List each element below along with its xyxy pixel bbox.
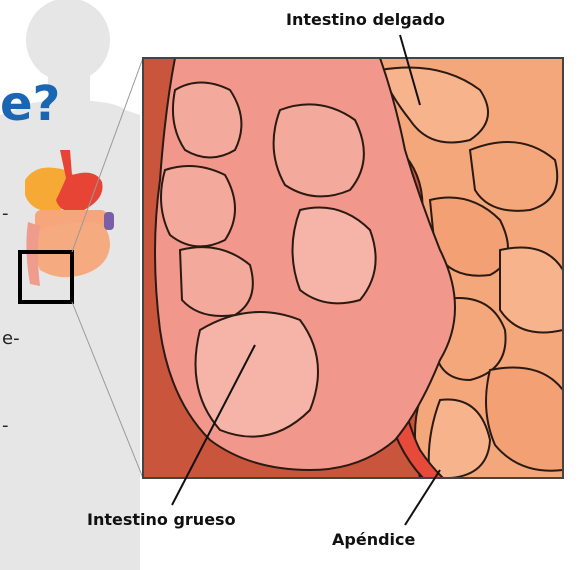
label-appendix: Apéndice bbox=[332, 530, 415, 549]
side-text-2: e- bbox=[2, 330, 20, 348]
side-text-1: - bbox=[2, 205, 9, 223]
label-large-intestine: Intestino grueso bbox=[87, 510, 236, 529]
side-text-3: - bbox=[2, 417, 9, 435]
title-fragment: e? bbox=[0, 80, 60, 128]
label-small-intestine: Intestino delgado bbox=[286, 10, 445, 29]
